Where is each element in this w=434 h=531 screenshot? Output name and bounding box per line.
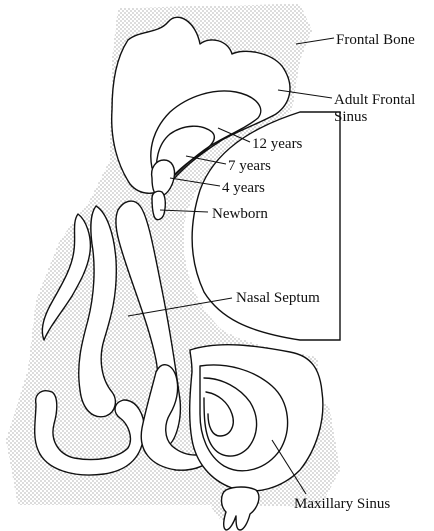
tooth-bud (222, 487, 259, 530)
label-newborn: Newborn (212, 206, 268, 222)
label-4-years: 4 years (222, 180, 265, 196)
label-nasal-septum: Nasal Septum (236, 290, 320, 306)
label-adult-frontal-sinus-line2: Sinus (334, 109, 368, 125)
label-7-years: 7 years (228, 158, 271, 174)
label-frontal-bone: Frontal Bone (336, 32, 415, 48)
label-adult-frontal-sinus-line1: Adult Frontal (334, 92, 415, 108)
label-12-years: 12 years (252, 136, 303, 152)
sinus-newborn-outline (152, 191, 165, 219)
label-maxillary-sinus: Maxillary Sinus (294, 496, 390, 512)
